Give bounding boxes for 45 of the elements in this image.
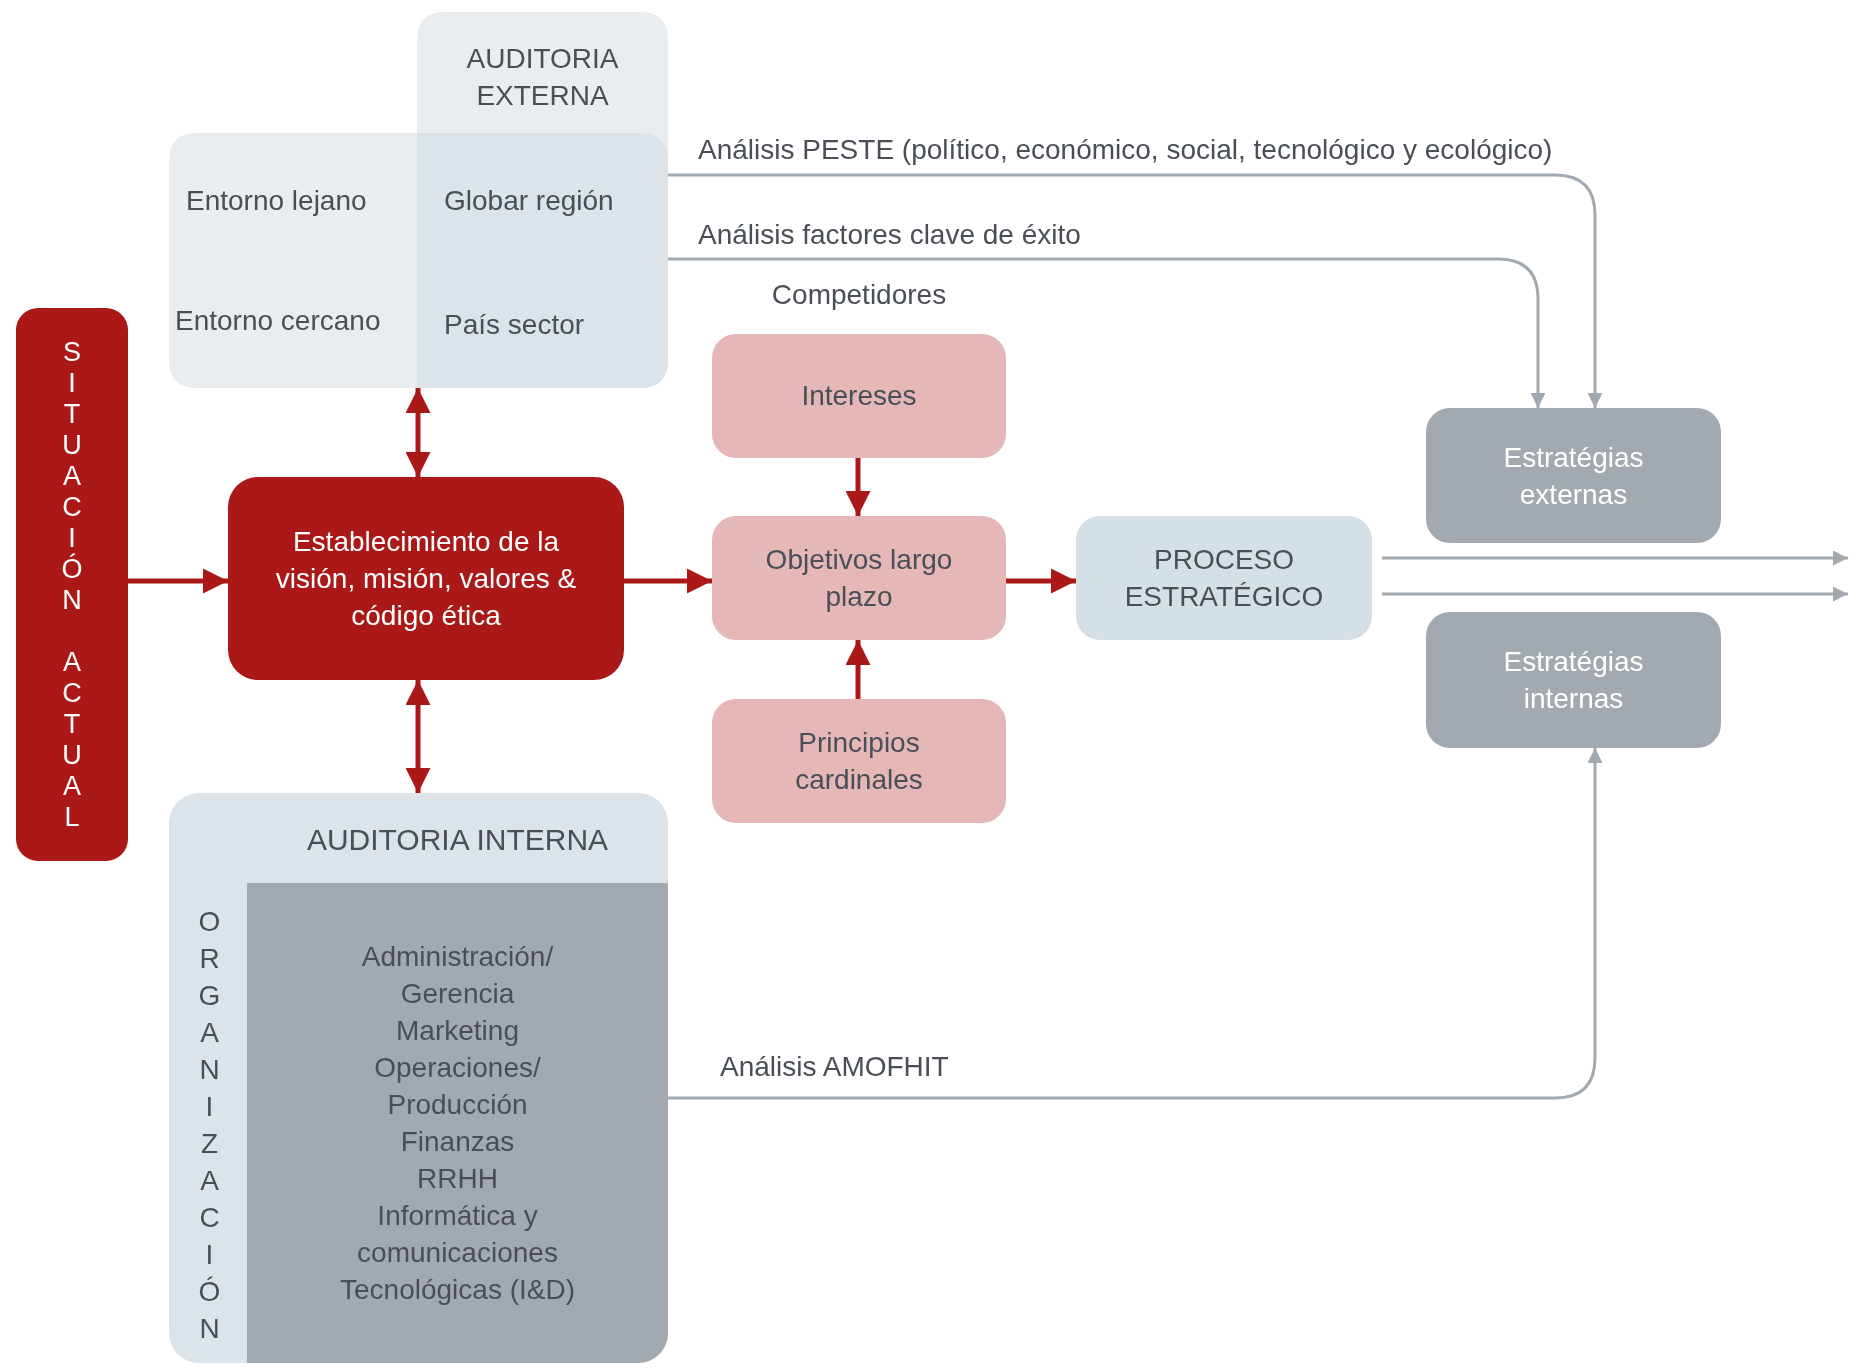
- arrow: [668, 257, 1546, 408]
- node-label: RRHH: [417, 1162, 498, 1196]
- vertical-label-box: [16, 308, 128, 861]
- node-label: Marketing: [396, 1014, 519, 1048]
- arrow: [624, 568, 712, 594]
- arrow: [845, 640, 871, 699]
- process-box: [1426, 408, 1721, 543]
- arrow: [845, 458, 871, 516]
- vertical-label: ORGANIZACIÓN: [193, 905, 226, 1352]
- node-label: Estratégias externas: [1502, 440, 1645, 512]
- node-label: Administración/ Gerencia: [360, 940, 555, 1011]
- audit-panel: [169, 793, 668, 1363]
- arrow: [1382, 550, 1848, 566]
- arrow: [1006, 568, 1076, 594]
- list-panel: [247, 883, 668, 1363]
- arrow: [128, 568, 228, 594]
- panel-heading: AUDITORIA INTERNA: [305, 822, 610, 858]
- node-label: PROCESO ESTRATÉGICO: [1123, 543, 1325, 614]
- node-label: Estratégias internas: [1502, 645, 1645, 716]
- process-box: [712, 699, 1006, 823]
- node-label: País sector: [444, 308, 585, 342]
- panel-heading: AUDITORIA EXTERNA: [465, 42, 620, 113]
- node-label: Entorno cercano: [175, 304, 381, 338]
- arrow: [405, 388, 431, 477]
- vertical-label: SITUACIÓN ACTUAL: [56, 335, 88, 835]
- node-label: Globar región: [444, 184, 614, 218]
- audit-panel: [169, 12, 668, 388]
- arrow: [405, 680, 431, 793]
- group-heading: Competidores: [770, 278, 948, 312]
- arrow: [668, 748, 1603, 1100]
- process-box: [1076, 516, 1372, 640]
- node-label: Finanzas: [400, 1125, 515, 1159]
- node-label: Intereses: [800, 379, 918, 413]
- process-box: [1426, 612, 1721, 748]
- node-label: Establecimiento de la visión, misión, valores & código ética: [274, 525, 578, 633]
- node-label: Entorno lejano: [186, 184, 367, 218]
- node-label: Informática y comunicaciones: [356, 1199, 559, 1270]
- arrow: [668, 173, 1603, 408]
- node-label: Objetivos largo plazo: [764, 543, 954, 614]
- process-box: [228, 477, 624, 680]
- process-box: [712, 516, 1006, 640]
- node-label: Principios cardinales: [794, 726, 924, 797]
- node-label: Operaciones/ Producción: [373, 1051, 542, 1122]
- node-label: Tecnológicas (I&D): [340, 1273, 575, 1307]
- arrow: [1382, 586, 1848, 602]
